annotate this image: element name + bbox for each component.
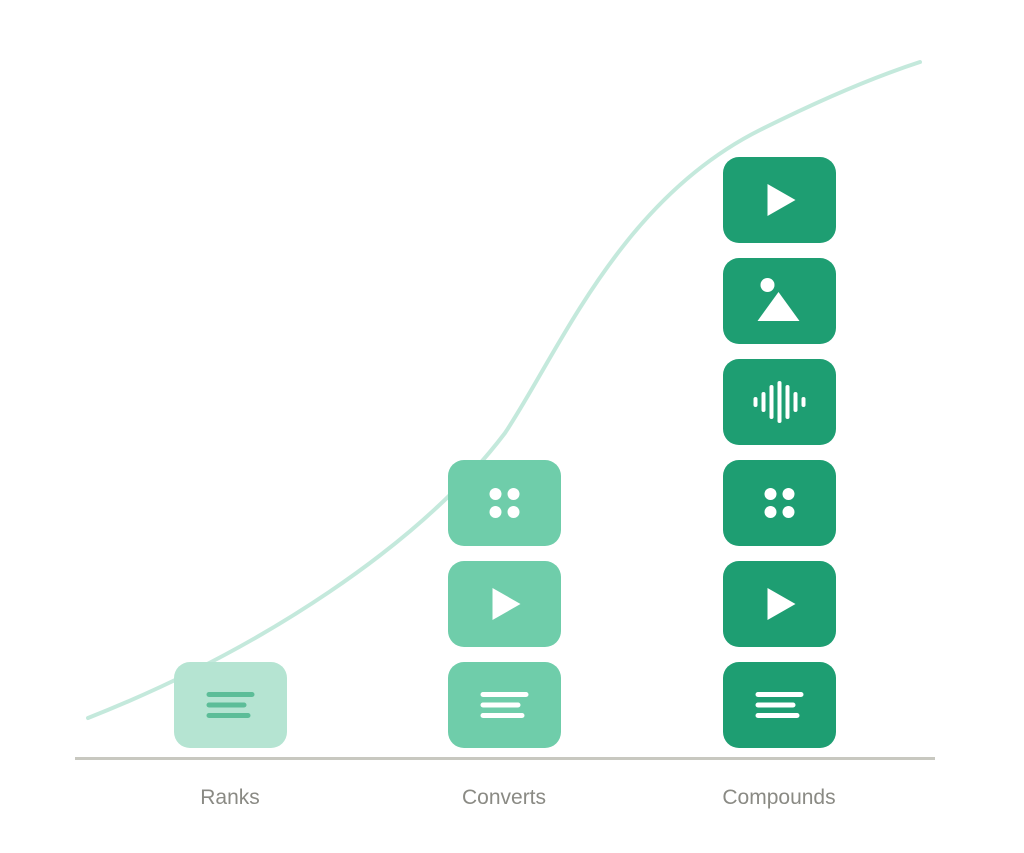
column-label-compounds: Compounds — [722, 786, 836, 809]
baseline-axis — [75, 757, 935, 760]
column-label-ranks: Ranks — [200, 786, 260, 809]
image-icon — [757, 278, 800, 321]
content-tile — [448, 561, 561, 647]
content-tile — [723, 561, 836, 647]
text-lines-icon — [206, 692, 255, 718]
grid-dots-icon — [489, 488, 520, 518]
column-label-converts: Converts — [461, 786, 547, 809]
grid-dots-icon — [764, 488, 795, 518]
text-lines-icon — [755, 692, 804, 718]
content-tile — [723, 359, 836, 445]
content-tile — [723, 157, 836, 243]
content-tile — [448, 460, 561, 546]
content-tile — [723, 258, 836, 344]
content-tile — [174, 662, 287, 748]
play-icon — [492, 588, 521, 620]
audio-wave-icon — [753, 381, 806, 423]
play-icon — [767, 184, 796, 216]
content-tile — [723, 662, 836, 748]
play-icon — [767, 588, 796, 620]
content-tile — [723, 460, 836, 546]
text-lines-icon — [480, 692, 529, 718]
content-tile — [448, 662, 561, 748]
